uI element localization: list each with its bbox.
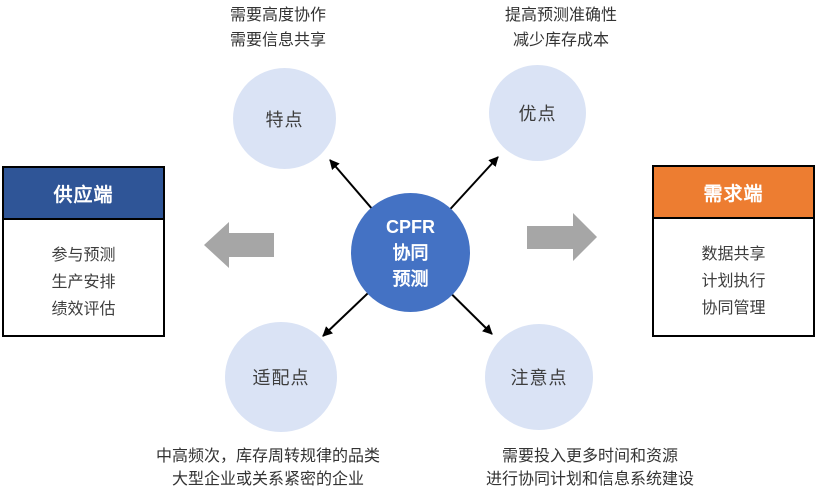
supply-box: 供应端 参与预测 生产安排 绩效评估 bbox=[2, 166, 165, 337]
center-line: CPFR bbox=[386, 216, 435, 237]
center-label: CPFR 协同 预测 bbox=[386, 214, 435, 292]
demand-box-body: 数据共享 计划执行 协同管理 bbox=[654, 219, 813, 322]
supply-item: 参与预测 bbox=[51, 247, 116, 264]
note-line: 进行协同计划和信息系统建设 bbox=[485, 471, 694, 488]
note-line: 大型企业或关系紧密的企业 bbox=[171, 471, 364, 488]
node-tedian: 特点 bbox=[233, 68, 336, 169]
node-zhuyidian: 注意点 bbox=[485, 324, 593, 430]
node-youdian: 优点 bbox=[489, 65, 586, 161]
node-cpfr-center: CPFR 协同 预测 bbox=[351, 193, 470, 312]
supply-box-body: 参与预测 生产安排 绩效评估 bbox=[4, 220, 163, 323]
node-shipeidian: 适配点 bbox=[225, 322, 337, 432]
note-line: 需要信息共享 bbox=[229, 32, 326, 49]
demand-box: 需求端 数据共享 计划执行 协同管理 bbox=[652, 165, 815, 337]
note-line: 提高预测准确性 bbox=[504, 7, 617, 24]
note-youdian: 提高预测准确性 减少库存成本 bbox=[441, 3, 681, 53]
note-tedian: 需要高度协作 需要信息共享 bbox=[158, 3, 398, 53]
note-line: 需要高度协作 bbox=[229, 7, 326, 24]
center-line: 协同 bbox=[392, 242, 429, 263]
note-zhuyidian: 需要投入更多时间和资源 进行协同计划和信息系统建设 bbox=[460, 445, 720, 491]
node-label: 优点 bbox=[518, 104, 557, 124]
supply-item: 生产安排 bbox=[51, 274, 116, 291]
demand-item: 数据共享 bbox=[701, 246, 766, 263]
supply-block-arrow-icon bbox=[204, 222, 274, 268]
note-line: 需要投入更多时间和资源 bbox=[501, 448, 678, 465]
demand-item: 协同管理 bbox=[701, 300, 766, 317]
note-line: 减少库存成本 bbox=[512, 32, 609, 49]
node-label: 注意点 bbox=[510, 368, 568, 388]
demand-item: 计划执行 bbox=[701, 273, 766, 290]
note-line: 中高频次，库存周转规律的品类 bbox=[155, 448, 380, 465]
supply-item: 绩效评估 bbox=[51, 301, 116, 318]
demand-block-arrow-icon bbox=[527, 213, 597, 261]
node-label: 特点 bbox=[265, 109, 304, 130]
demand-box-header: 需求端 bbox=[654, 167, 813, 219]
center-line: 预测 bbox=[392, 268, 429, 289]
supply-box-header: 供应端 bbox=[4, 168, 163, 220]
node-label: 适配点 bbox=[252, 368, 310, 388]
note-shipeidian: 中高频次，库存周转规律的品类 大型企业或关系紧密的企业 bbox=[138, 445, 398, 491]
